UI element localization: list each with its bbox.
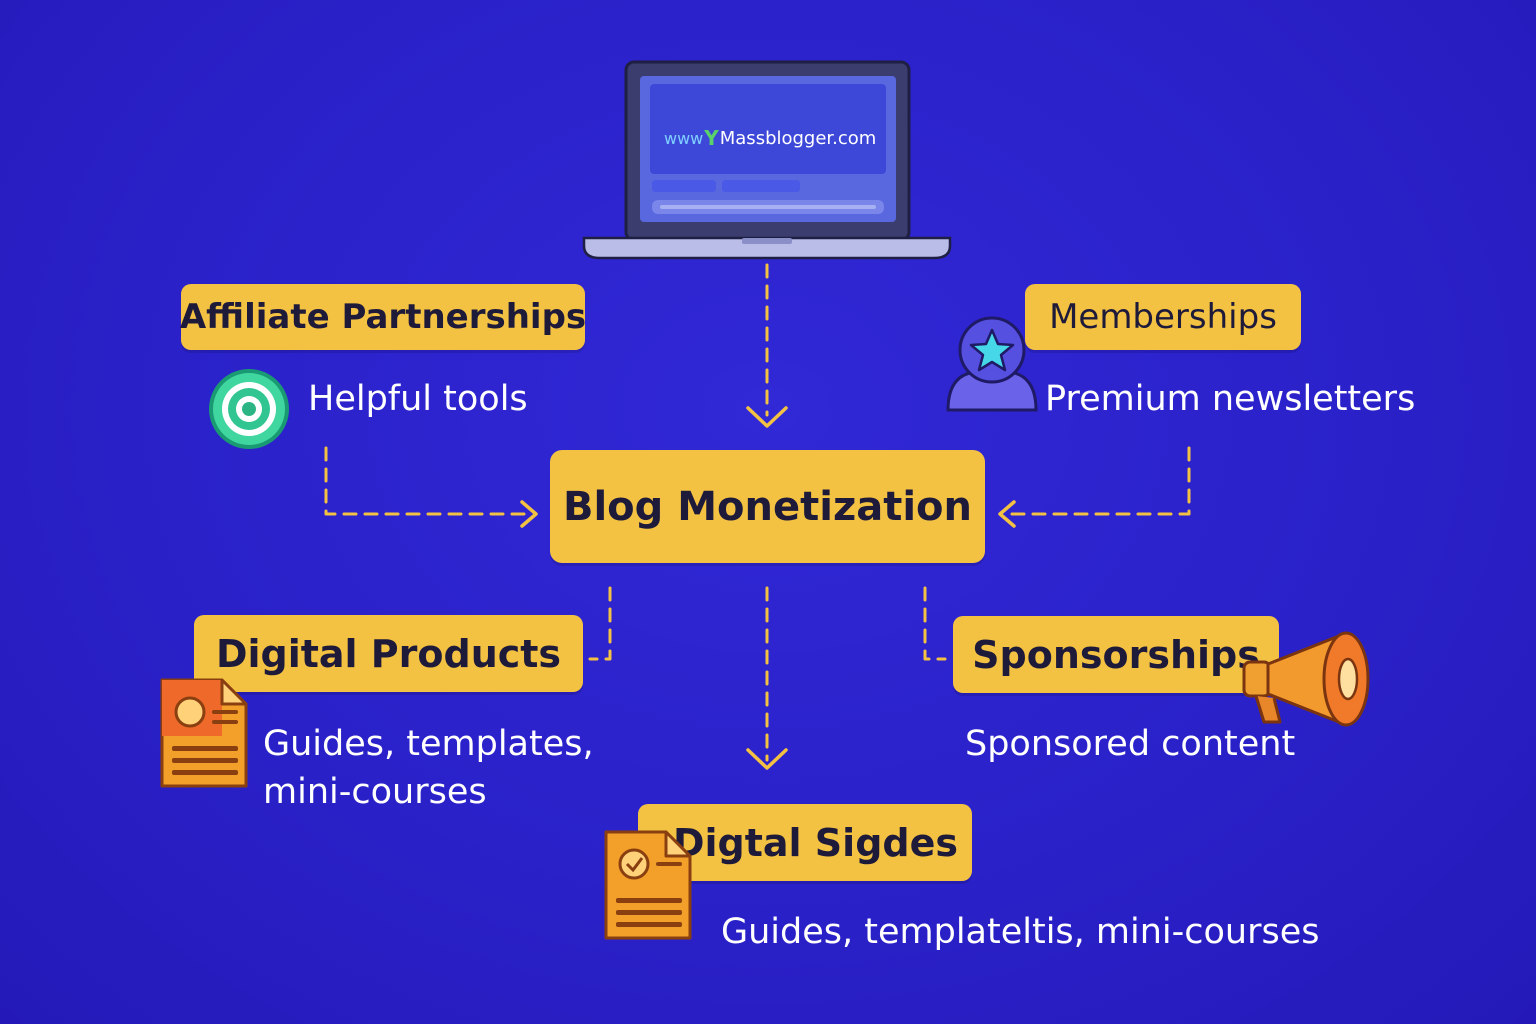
sponsorships-desc: Sponsored content	[965, 724, 1296, 764]
digital-products-desc-line1: Guides, templates,	[263, 724, 594, 764]
digital-sigdes-desc: Guides, templateltis, mini-courses	[721, 912, 1320, 952]
laptop: www Y Massblogger.com	[582, 60, 952, 265]
connector-center-to-digital-products	[588, 586, 612, 661]
member-star-icon	[946, 316, 1038, 412]
memberships-desc: Premium newsletters	[1045, 379, 1416, 419]
digital-products-desc-line2: mini-courses	[263, 772, 487, 812]
megaphone-icon	[1242, 631, 1370, 727]
laptop-logo-mark: Y	[704, 126, 719, 150]
node-digital-sigdes-title: Digtal Sigdes	[638, 804, 972, 881]
arrowhead-digital-sigdes	[746, 748, 788, 770]
node-memberships-title: Memberships	[1025, 284, 1301, 350]
memberships-title-text: Memberships	[1049, 297, 1277, 337]
document-icon	[160, 678, 248, 788]
laptop-url-prefix: www	[664, 128, 704, 148]
center-node-blog-monetization: Blog Monetization	[550, 450, 985, 563]
connector-affiliate-to-center	[324, 446, 530, 516]
target-icon	[209, 369, 289, 449]
node-affiliate-title: Affiliate Partnerships	[179, 284, 587, 350]
connector-memberships-to-center	[1004, 446, 1191, 516]
center-node-label: Blog Monetization	[562, 483, 973, 530]
laptop-site-name: Massblogger.com	[719, 127, 877, 149]
affiliate-title-text: Affiliate Partnerships	[179, 297, 587, 337]
connector-center-to-sponsorships	[923, 586, 947, 661]
document-icon	[604, 830, 692, 940]
node-sponsorships-title: Sponsorships	[953, 616, 1279, 693]
laptop-icon	[582, 60, 952, 260]
node-digital-products-title: Digital Products	[194, 615, 583, 692]
digital-sigdes-title-text: Digtal Sigdes	[672, 820, 958, 865]
arrowhead-laptop	[746, 406, 788, 428]
arrowhead-affiliate	[520, 500, 538, 528]
arrowhead-memberships	[998, 500, 1016, 528]
affiliate-desc: Helpful tools	[308, 379, 528, 419]
digital-products-title-text: Digital Products	[215, 631, 562, 676]
sponsorships-title-text: Sponsorships	[972, 632, 1260, 677]
